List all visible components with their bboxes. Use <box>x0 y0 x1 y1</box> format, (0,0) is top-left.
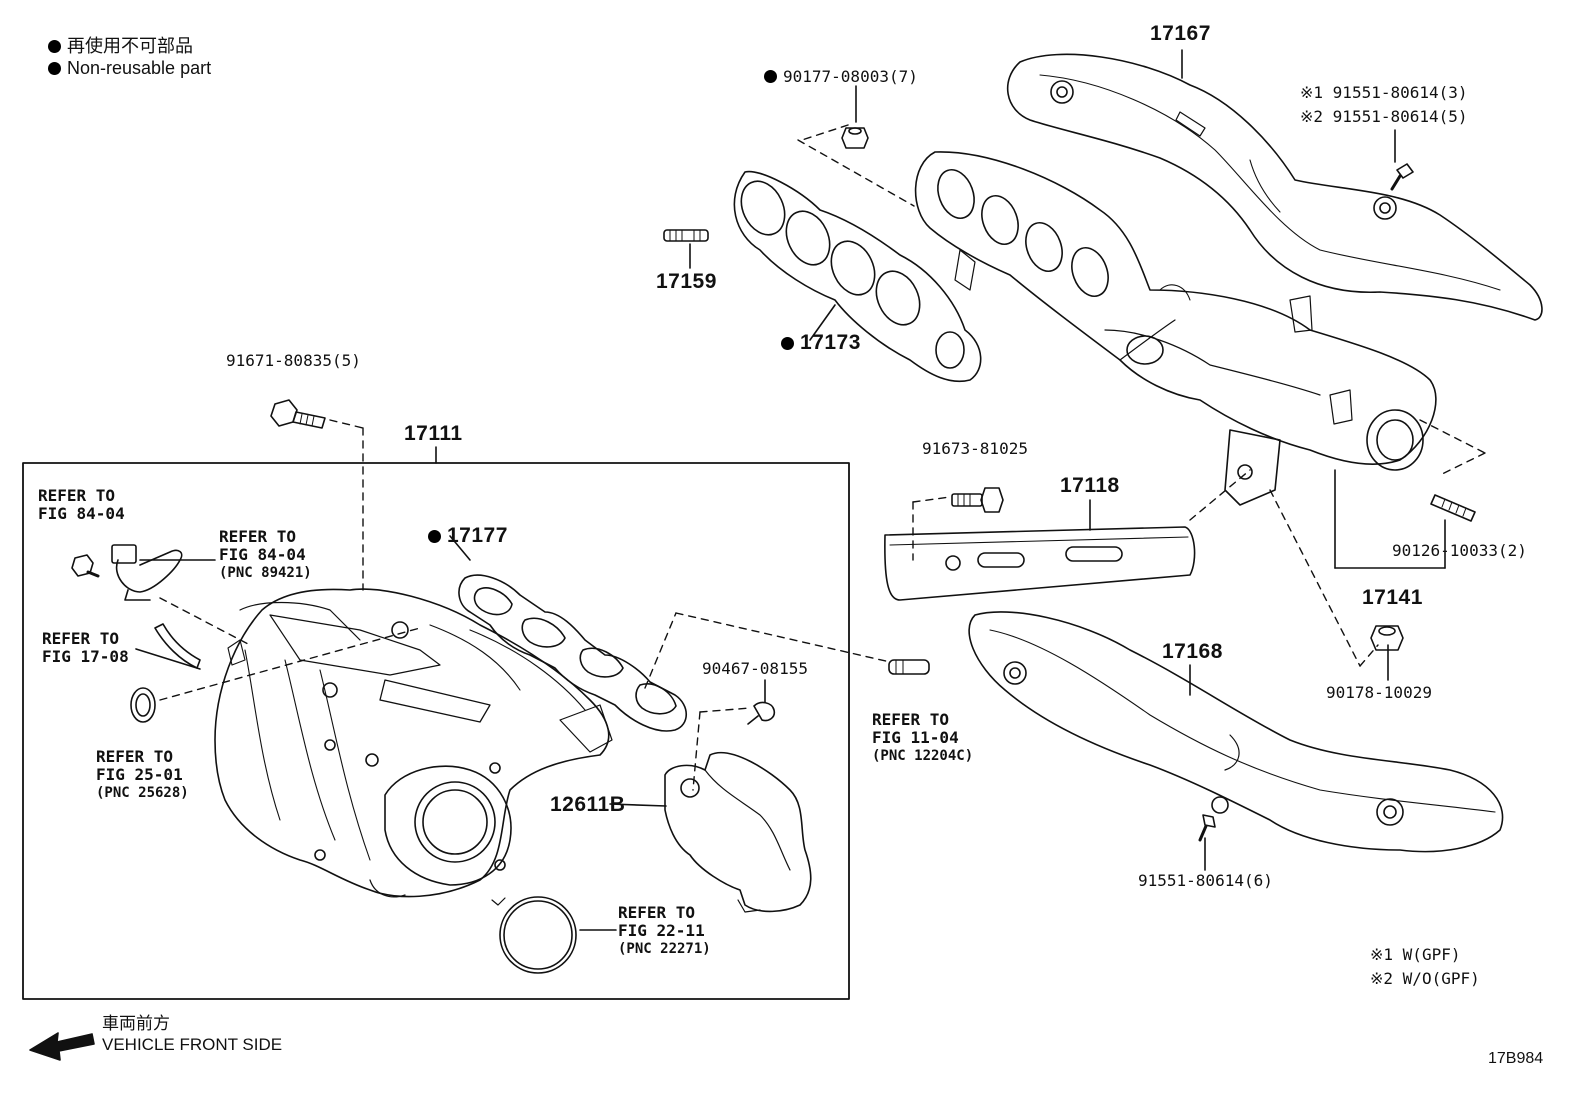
refer-fig-17-08[interactable]: REFER TO FIG 17-08 <box>42 630 129 666</box>
part-17177[interactable]: 17177 <box>428 524 508 548</box>
refer-fig-84-04-a[interactable]: REFER TO FIG 84-04 <box>38 487 125 523</box>
refer-line1: REFER TO <box>96 747 174 766</box>
non-reusable-dot-icon <box>781 337 794 350</box>
vacuum-hose <box>154 623 201 669</box>
part-91551-a[interactable]: ※1 91551-80614(3) <box>1300 83 1468 102</box>
direction-en: VEHICLE FRONT SIDE <box>102 1035 283 1055</box>
refer-line2: FIG 17-08 <box>42 646 129 666</box>
part-90126[interactable]: 90126-10033(2) <box>1392 541 1527 560</box>
refer-line2: FIG 11-04 <box>872 727 959 747</box>
note-w-gpf: ※1 W(GPF) <box>1370 945 1461 964</box>
legend: 再使用不可部品 Non-reusable part <box>48 36 211 78</box>
refer-fig-25-01[interactable]: REFER TO FIG 25-01 (PNC 25628) <box>96 748 189 801</box>
refer-line2: FIG 25-01 <box>96 764 183 784</box>
refer-fig-84-04-b[interactable]: REFER TO FIG 84-04 (PNC 89421) <box>219 528 312 581</box>
part-17167[interactable]: 17167 <box>1150 22 1211 45</box>
non-reusable-dot-icon <box>48 62 61 76</box>
refer-pnc: (PNC 25628) <box>96 784 189 801</box>
part-17118[interactable]: 17118 <box>1060 474 1120 497</box>
bolt-91673 <box>951 487 1004 513</box>
manifold-bracket-17118 <box>884 526 1196 601</box>
refer-line1: REFER TO <box>872 710 950 729</box>
refer-pnc: (PNC 22271) <box>618 940 711 957</box>
part-90177-number: 90177-08003(7) <box>783 67 918 86</box>
stud-17159 <box>663 229 709 242</box>
refer-pnc: (PNC 89421) <box>219 564 312 581</box>
clip-90467 <box>747 701 776 725</box>
refer-line2: FIG 22-11 <box>618 920 705 940</box>
part-90467[interactable]: 90467-08155 <box>702 659 808 678</box>
intake-manifold-17111 <box>214 588 613 898</box>
o-ring-25628 <box>130 687 156 723</box>
part-12611b[interactable]: 12611B <box>550 793 626 816</box>
intake-gasket-17177 <box>458 574 688 732</box>
refer-line2: FIG 84-04 <box>38 503 125 523</box>
exhaust-gasket-17173 <box>733 170 982 383</box>
part-17177-number: 17177 <box>447 524 508 547</box>
leader-lines <box>135 49 1446 931</box>
direction-jp: 車両前方 <box>102 1014 170 1033</box>
refer-line1: REFER TO <box>618 903 696 922</box>
intake-insulator-12611b <box>664 752 812 913</box>
non-reusable-dot-icon <box>764 70 777 83</box>
legend-en: Non-reusable part <box>67 58 212 79</box>
throttle-gasket-22271 <box>491 896 577 974</box>
temp-sensor-12204c <box>888 659 930 675</box>
bolt-91671 <box>270 399 326 429</box>
part-91551-c[interactable]: 91551-80614(6) <box>1138 871 1273 890</box>
bolt-91551-top <box>1390 163 1414 191</box>
refer-line1: REFER TO <box>42 629 120 648</box>
part-17111[interactable]: 17111 <box>404 422 463 445</box>
part-17173-number: 17173 <box>800 331 861 354</box>
exhaust-manifold-17141 <box>914 151 1437 506</box>
pressure-sensor <box>71 544 183 601</box>
non-reusable-dot-icon <box>48 40 61 53</box>
part-91671[interactable]: 91671-80835(5) <box>226 351 361 370</box>
part-90178[interactable]: 90178-10029 <box>1326 683 1432 702</box>
stud-90126 <box>1430 494 1476 522</box>
nut-90177 <box>841 127 869 149</box>
vehicle-front-label: 車両前方 VEHICLE FRONT SIDE <box>102 1014 282 1054</box>
part-17168[interactable]: 17168 <box>1162 640 1223 663</box>
refer-pnc: (PNC 12204C) <box>872 747 974 764</box>
note-wo-gpf: ※2 W/O(GPF) <box>1370 969 1480 988</box>
bolt-91551-bottom <box>1198 814 1216 842</box>
nut-90178 <box>1370 625 1404 651</box>
part-17141[interactable]: 17141 <box>1362 586 1423 609</box>
lower-heat-insulator-17168 <box>968 611 1504 853</box>
refer-fig-22-11[interactable]: REFER TO FIG 22-11 (PNC 22271) <box>618 904 711 957</box>
part-91673[interactable]: 91673-81025 <box>922 439 1028 458</box>
legend-jp: 再使用不可部品 <box>67 36 193 56</box>
refer-line1: REFER TO <box>219 527 297 546</box>
refer-fig-11-04[interactable]: REFER TO FIG 11-04 (PNC 12204C) <box>872 711 973 764</box>
refer-line1: REFER TO <box>38 486 116 505</box>
refer-line2: FIG 84-04 <box>219 544 306 564</box>
part-17159[interactable]: 17159 <box>656 270 717 293</box>
part-90177[interactable]: 90177-08003(7) <box>764 68 918 86</box>
figure-code: 17B984 <box>1488 1050 1544 1067</box>
vehicle-front-arrow <box>29 1032 95 1061</box>
non-reusable-dot-icon <box>428 530 441 543</box>
upper-heat-insulator-17167 <box>1006 53 1543 321</box>
part-17173[interactable]: 17173 <box>781 331 861 355</box>
part-91551-b[interactable]: ※2 91551-80614(5) <box>1300 107 1468 126</box>
dashed-lines <box>159 124 1486 791</box>
